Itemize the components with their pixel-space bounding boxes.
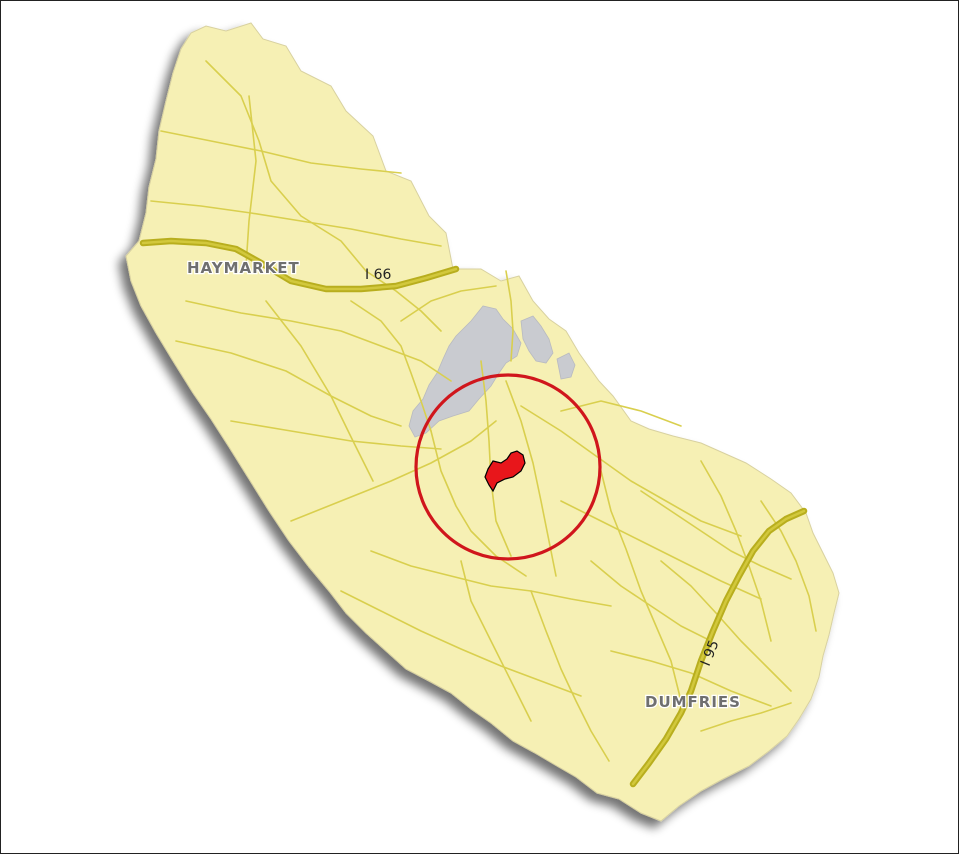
urban-area-manassas-park (520, 315, 554, 364)
urban-area-east (556, 352, 576, 380)
urban-areas (408, 305, 576, 438)
highlight-circle (414, 373, 602, 561)
place-label-dumfries: DUMFRIES (645, 693, 741, 711)
county-boundary (125, 22, 840, 822)
urban-area-manassas (408, 305, 522, 438)
interstate-66 (139, 237, 460, 293)
interstate-95 (629, 507, 808, 788)
highway-label-i66: I 66 (365, 267, 391, 283)
secondary-roads (150, 60, 817, 762)
place-label-haymarket: HAYMARKET (187, 259, 300, 277)
site-marker (484, 450, 526, 493)
